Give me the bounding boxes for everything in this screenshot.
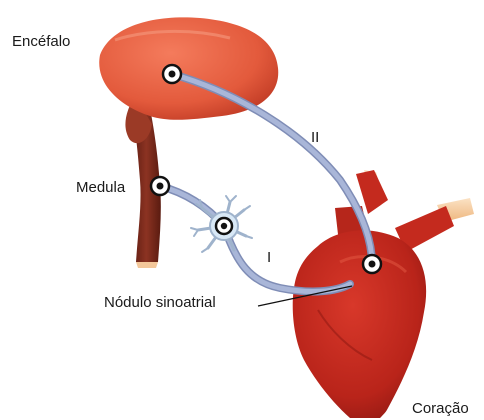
electrode-marker-icon [216,218,232,234]
label-brain: Encéfalo [12,33,70,50]
electrode-marker-icon [363,255,381,273]
label-sa-node: Nódulo sinoatrial [104,294,216,311]
label-pathway-one: I [267,249,271,266]
label-pathway-two: II [311,129,319,146]
label-heart: Coração [412,400,469,417]
label-spinal-cord: Medula [76,179,126,196]
electrode-marker-icon [151,177,169,195]
electrode-marker-icon [163,65,181,83]
